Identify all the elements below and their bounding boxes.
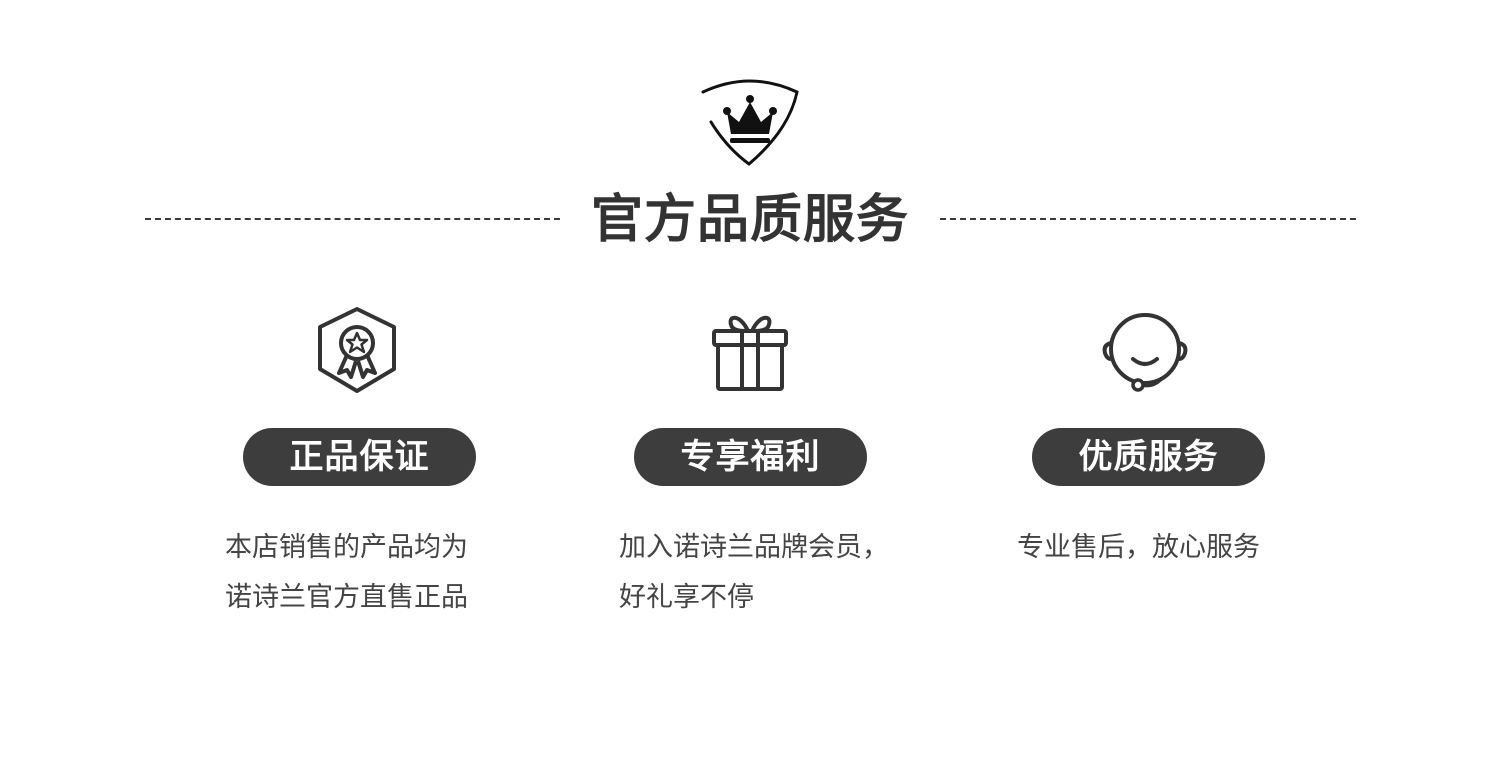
feature-label-pill: 优质服务: [1032, 428, 1265, 486]
page-title: 官方品质服务: [590, 190, 909, 250]
feature-description: 专业售后，放心服务: [1017, 523, 1260, 573]
feature-label-pill: 专享福利: [634, 428, 867, 486]
dashed-divider-left: [145, 218, 560, 220]
dashed-divider-right: [940, 218, 1356, 220]
desc-line: 加入诺诗兰品牌会员，: [619, 532, 889, 563]
section-header: 官方品质服务: [0, 185, 1500, 255]
feature-label-pill: 正品保证: [243, 428, 476, 486]
gift-icon: [702, 305, 798, 401]
desc-line: 本店销售的产品均为: [225, 532, 468, 563]
feature-description: 加入诺诗兰品牌会员， 好礼享不停: [619, 523, 889, 623]
crown-shield-icon: [697, 78, 803, 168]
desc-line: 诺诗兰官方直售正品: [225, 582, 468, 613]
feature-description: 本店销售的产品均为 诺诗兰官方直售正品: [225, 523, 468, 623]
award-ribbon-icon: [309, 305, 405, 401]
desc-line: 好礼享不停: [619, 582, 754, 613]
headset-support-icon: [1097, 305, 1193, 401]
desc-line: 专业售后，放心服务: [1017, 532, 1260, 563]
